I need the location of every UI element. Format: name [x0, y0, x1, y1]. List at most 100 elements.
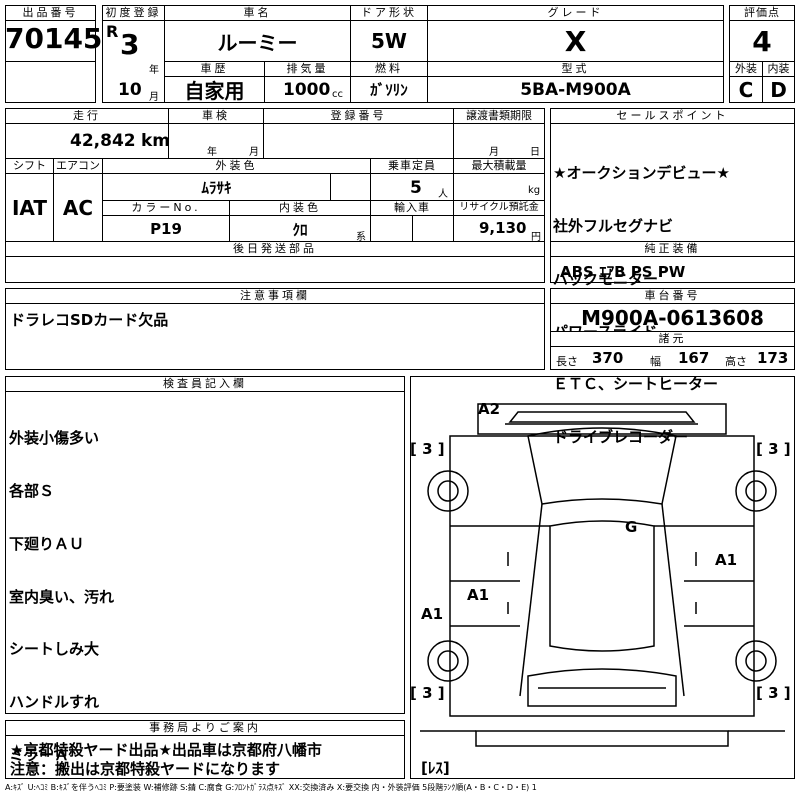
- car-name: ルーミー: [164, 20, 351, 62]
- capacity: 5: [410, 178, 422, 198]
- capacity-header: 乗車定員: [370, 158, 454, 174]
- diagram-bracket-tr: [ 3 ]: [756, 440, 791, 458]
- diagram-spare: [ﾚｽ]: [421, 759, 450, 777]
- length-label: 長さ: [556, 355, 578, 368]
- int-color-header: 内装色: [229, 200, 371, 216]
- later-box: [5, 256, 545, 283]
- ext-score-header: 外装: [729, 61, 763, 77]
- inspector-line: ハンドルすれ: [9, 693, 100, 712]
- height: 173: [757, 349, 789, 367]
- notes: ドラレコSDカード欠品: [10, 311, 169, 329]
- ext-color: ﾑﾗｻｷ: [201, 179, 232, 197]
- ext-score: C: [729, 76, 763, 103]
- score-header: 評価点: [729, 5, 795, 21]
- color-no-header: カラーNo.: [102, 200, 230, 216]
- equipment-header: 純正装備: [550, 241, 795, 257]
- load-header: 最大積載量: [453, 158, 545, 174]
- lot-no-header: 出品番号: [5, 5, 96, 21]
- door-type: 5W: [350, 20, 428, 62]
- reg-header: 初度登録: [102, 5, 165, 21]
- chassis-no: M900A-0613608: [550, 303, 795, 332]
- damage-mark: A2: [478, 400, 501, 418]
- notes-header: 注意事項欄: [5, 288, 545, 304]
- history: 自家用: [164, 76, 265, 103]
- int-color: ｸﾛ: [292, 221, 308, 239]
- notes-box: [5, 303, 545, 370]
- ext-color-header: 外装色: [102, 158, 371, 174]
- sales-line: ドライブレコーダー: [553, 428, 689, 447]
- sales-line: バックモニター: [553, 269, 659, 288]
- transfer-month-unit: 月: [489, 147, 499, 158]
- model: 5BA-M900A: [427, 76, 724, 103]
- import-header: 輸入車: [370, 200, 454, 216]
- legend: A:ｷｽﾞ U:ﾍｺﾐ B:ｷｽﾞを伴うﾍｺﾐ P:要塗装 W:補修跡 S:錆 …: [5, 783, 537, 792]
- sales-header: セールスポイント: [550, 108, 795, 124]
- int-score-header: 内装: [762, 61, 795, 77]
- load-unit: kg: [528, 185, 541, 196]
- grade-header: グレード: [427, 5, 724, 21]
- lot-no-lower-box: [5, 61, 96, 103]
- ext-color-divider: [330, 173, 331, 201]
- inspector-line: ミラーＡ: [9, 745, 70, 764]
- color-no: P19: [102, 215, 230, 242]
- inspector-line: 各部Ｓ: [9, 481, 55, 500]
- office-box: [5, 735, 405, 779]
- length: 370: [592, 349, 624, 367]
- model-header: 型式: [427, 61, 724, 77]
- mileage: 42,842: [70, 131, 136, 151]
- disp-header: 排気量: [264, 61, 351, 77]
- inspector-box: [5, 391, 405, 714]
- inspector-header: 検査員記入欄: [5, 376, 405, 392]
- recycle-header: リサイクル預託金: [453, 200, 545, 216]
- transfer-day-unit: 日: [530, 147, 540, 158]
- mileage-unit: km: [141, 131, 171, 151]
- chassis-header: 車台番号: [550, 288, 795, 304]
- int-score: D: [762, 76, 795, 103]
- displacement: 1000: [283, 80, 331, 100]
- name-header: 車名: [164, 5, 351, 21]
- width: 167: [678, 349, 710, 367]
- plate-box: [263, 123, 454, 159]
- transfer-header: 譲渡書類期限: [453, 108, 545, 124]
- inspector-line: 室内臭い、汚れ: [9, 587, 115, 606]
- office-line-2: 注意：搬出は京都特殺ヤードになります: [10, 760, 281, 778]
- fuel: ｶﾞｿﾘﾝ: [350, 76, 428, 103]
- lot-no: 70145: [5, 22, 103, 55]
- spec-box: [550, 346, 795, 370]
- int-color-suffix: 系: [356, 232, 366, 243]
- inspector-line: シートしみ大: [9, 640, 100, 659]
- reg-year: 3: [120, 28, 140, 61]
- shift: IAT: [5, 173, 54, 242]
- ac-header: エアコン: [53, 158, 103, 174]
- insp-month-unit: 月: [249, 147, 259, 158]
- spec-header: 諸元: [550, 331, 795, 347]
- recycle: 9,130: [479, 219, 527, 237]
- fuel-header: 燃料: [350, 61, 428, 77]
- plate-header: 登録番号: [263, 108, 454, 124]
- office-line-1: ★京都特殺ヤード出品★出品車は京都府八幡市: [10, 741, 322, 759]
- sales-line: 社外フルセグナビ: [553, 216, 674, 235]
- score: 4: [729, 20, 795, 62]
- inspector-line: 外装小傷多い: [9, 429, 100, 448]
- import-divider: [412, 215, 413, 242]
- car-diagram: [420, 403, 785, 747]
- diagram-bracket-tl: [ 3 ]: [410, 440, 445, 458]
- capacity-unit: 人: [438, 189, 448, 200]
- equipment: ABS ｴｱB PS PW: [560, 263, 686, 281]
- insp-year-unit: 年: [207, 147, 217, 158]
- reg-month-unit: 月: [149, 92, 159, 103]
- reg-year-unit: 年: [149, 65, 159, 76]
- reg-month: 10: [118, 80, 142, 100]
- diagram-bracket-br: [ 3 ]: [756, 684, 791, 702]
- grade: X: [427, 20, 724, 62]
- shift-header: シフト: [5, 158, 54, 174]
- diagram-bracket-bl: [ 3 ]: [410, 684, 445, 702]
- damage-mark: A1: [715, 551, 738, 569]
- damage-mark: A1: [467, 586, 490, 604]
- equipment-box: [550, 256, 795, 283]
- ac: AC: [53, 173, 103, 242]
- door-header: ドア形状: [350, 5, 428, 21]
- inspector-line: 下廻りＡＵ: [9, 534, 85, 553]
- sales-line: ★オークションデビュー★: [553, 164, 730, 183]
- height-label: 高さ: [725, 355, 747, 368]
